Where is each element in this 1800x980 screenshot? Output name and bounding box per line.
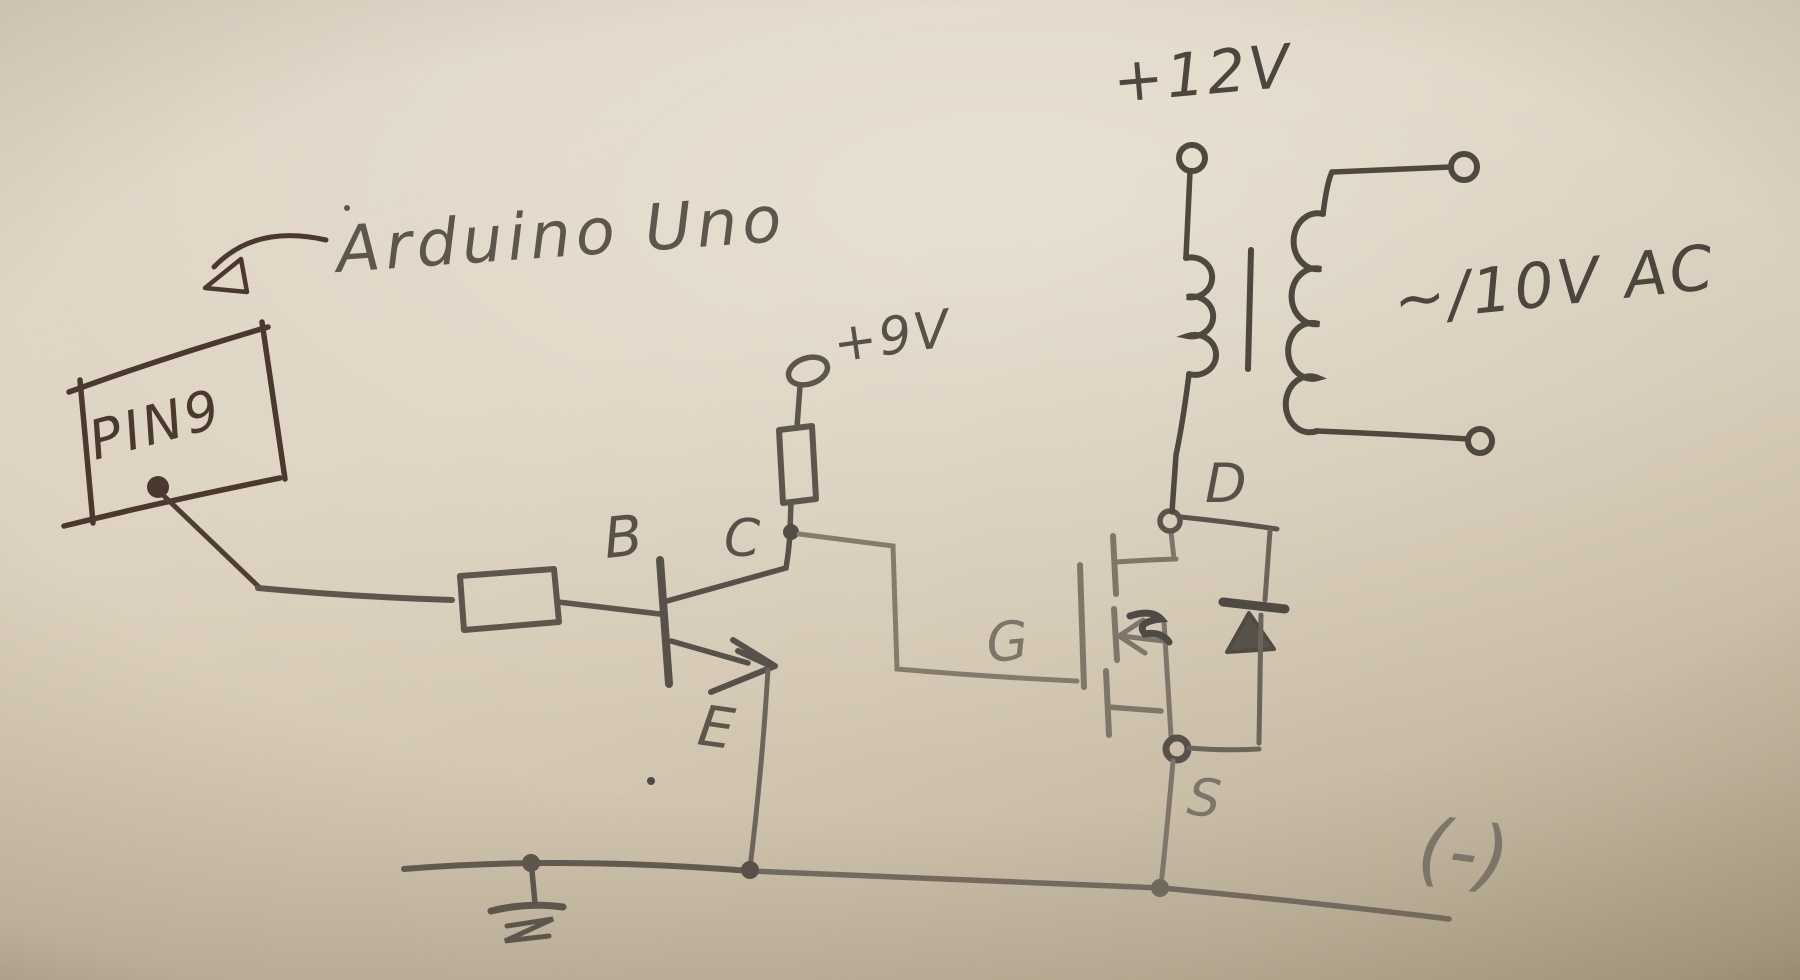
mosfet-source-label: S	[1185, 767, 1224, 830]
ground-symbol	[487, 868, 567, 944]
supply-9v-label: +9V	[829, 299, 956, 375]
ground-stem	[529, 868, 538, 906]
ground-node-left-dot	[522, 854, 540, 872]
base-resistor	[457, 566, 562, 633]
flyback-diode	[1178, 514, 1290, 753]
collector-node-dot	[783, 524, 799, 540]
mosfet-body-line	[1119, 633, 1166, 644]
mosfet-arrow-ink-blob	[1126, 609, 1173, 646]
wire-source-to-ground	[1158, 758, 1176, 889]
transistor-base-label: B	[601, 503, 646, 572]
annotation-arrow-curve	[211, 233, 329, 270]
base-drive-path	[255, 566, 663, 633]
negative-rail-label: (-)	[1413, 801, 1515, 904]
mosfet-gate-bar	[1077, 562, 1087, 690]
transformer-secondary-coil	[1282, 210, 1327, 436]
pin9-box-right-edge	[259, 319, 288, 482]
ground-rail-left	[401, 859, 753, 874]
npn-transistor	[656, 530, 793, 695]
wire-9v-to-resistor	[794, 383, 803, 430]
diode-bottom-lead	[1256, 612, 1264, 746]
diode-anode-triangle-icon	[1225, 611, 1276, 654]
annotation-arrowhead-icon	[202, 256, 250, 295]
source-ground-node-dot	[1151, 879, 1169, 897]
wire-to-base-resistor	[255, 585, 455, 603]
transistor-emitter-label: E	[694, 693, 739, 762]
pin9-label: PIN9	[82, 377, 229, 473]
transistor-emitter-stroke	[668, 638, 751, 666]
pin9-box-left-edge	[77, 377, 96, 526]
mosfet-drain-label: D	[1205, 452, 1247, 515]
pin9-terminal-dot	[147, 476, 169, 498]
arduino-annotation: Arduino Uno	[202, 183, 789, 295]
wire-12v-to-primary	[1183, 169, 1193, 260]
wire-emitter-to-ground	[747, 667, 771, 871]
mosfet-channel-segment-top	[1110, 533, 1119, 597]
ink-speck	[647, 777, 655, 785]
wire-primary-to-drain	[1169, 371, 1192, 515]
mosfet-channel-segment-bottom	[1103, 668, 1112, 738]
transformer-core-bar	[1245, 247, 1254, 372]
transformer	[1169, 142, 1495, 515]
mosfet-gate-label: G	[984, 609, 1031, 675]
terminal-ac-bottom	[1465, 426, 1495, 456]
wire-diode-to-source	[1186, 745, 1262, 753]
transformer-primary-coil	[1176, 254, 1219, 378]
transistor-collector-label: C	[724, 509, 761, 569]
ink-speck	[344, 205, 350, 211]
source-node-circle	[1162, 734, 1192, 764]
supply-12v-label: +12V	[1110, 31, 1296, 116]
arduino-uno-label: Arduino Uno	[330, 183, 789, 289]
ground-rail-right	[747, 868, 1452, 922]
diode-cathode-bar	[1218, 597, 1290, 614]
mosfet-channel-segment-mid	[1111, 606, 1120, 663]
collector-pullup	[776, 354, 831, 534]
drain-node-circle	[1157, 508, 1183, 534]
transistor-emitter-arrowhead-icon	[708, 637, 778, 695]
diode-top-lead	[1262, 528, 1273, 603]
wire-resistor-to-base	[555, 599, 663, 617]
terminal-9v	[785, 354, 831, 388]
ground-bar-scribble	[503, 916, 555, 944]
ac-output-label: ~/10V AC	[1390, 230, 1719, 336]
terminal-ac-top	[1448, 151, 1480, 183]
pullup-resistor	[776, 423, 819, 506]
negative-rail	[401, 859, 1452, 922]
mosfet-drain-lead	[1113, 529, 1179, 565]
transistor-base-bar	[656, 556, 673, 688]
mosfet-source-lead	[1105, 704, 1164, 714]
ground-bar-top	[487, 901, 567, 915]
pin9-box-top-edge	[66, 324, 271, 395]
emitter-ground-node-dot	[741, 861, 759, 879]
secondary-bottom-lead	[1314, 428, 1471, 442]
secondary-top-lead	[1320, 164, 1454, 217]
wire-collector-to-gate	[796, 531, 1080, 684]
wire-drain-to-diode	[1178, 514, 1280, 532]
mosfet-body-arrowhead-icon	[1114, 617, 1148, 656]
terminal-12v	[1176, 142, 1208, 174]
wire-pin9-diagonal	[161, 493, 262, 590]
